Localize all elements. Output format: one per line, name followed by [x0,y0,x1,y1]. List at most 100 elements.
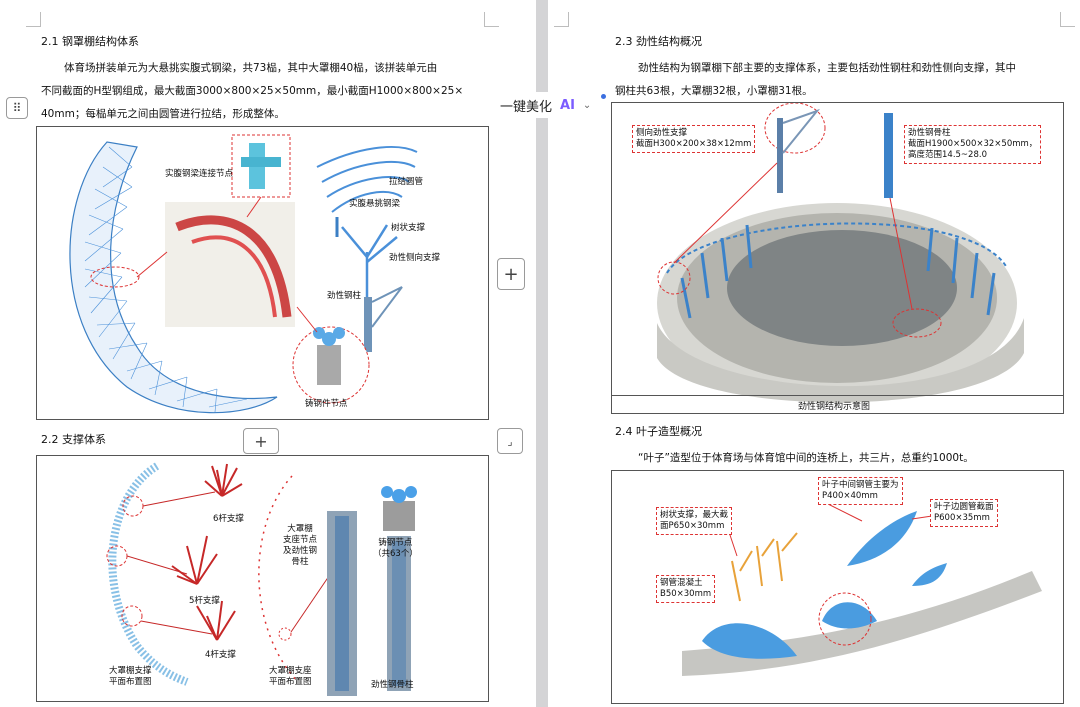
label-steel-column: 劲性钢骨柱 [371,680,414,690]
label-seat-plan: 大罩棚支座 平面布置图 [269,666,312,687]
leader-lines [126,491,216,635]
leader-line [889,197,913,310]
label-seat-node: 大罩棚 支座节点 及劲性钢 骨柱 [283,524,318,567]
section-heading-2-3: 2.3 劲性结构概况 [615,35,702,48]
cast-node-shape [317,345,341,385]
lateral-brace-shape [782,108,821,154]
cast-node-shape [333,327,345,339]
chevron-down-icon[interactable]: ⌄ [582,99,592,111]
label-node: 实腹钢梁连接节点 [165,169,234,179]
cast-node-shape [322,332,336,346]
label-cast-node-count: 铸钢节点 （共63个） [373,538,418,559]
seat-column-core [335,516,349,691]
paragraph-line: “叶子”造型位于体育场与体育馆中间的连桥上，共三片，总重约1000t。 [638,452,974,464]
five-rod-support [171,535,218,585]
support-system-drawing [106,462,417,696]
paragraph-line: 劲性结构为钢罩棚下部主要的支撑体系，主要包括劲性钢柱和劲性侧向支撑，其中 [638,62,1016,74]
label-support-plan: 大罩棚支撑 平面布置图 [109,666,152,687]
callout-edge-pipe: 叶子边圆管截面 P600×35mm [930,499,998,527]
page-corner-mark [26,12,41,27]
cast-node-shape [383,501,415,531]
notification-dot [601,94,606,99]
canopy-structure-drawing [69,134,418,414]
paragraph-line: 体育场拼装单元为大悬挑实腹式钢梁，共73榀，其中大罩棚40榀，该拼装单元由 [64,62,438,74]
paragraph-leaf-shape: “叶子”造型位于体育场与体育馆中间的连桥上，共三片，总重约1000t。 [615,447,1055,470]
label-stiff-column: 劲性钢柱 [327,291,362,301]
leaf-panel [847,511,917,566]
leader-line [136,251,168,278]
leaf-drawing [682,500,1042,676]
section-heading-2-1: 2.1 钢罩棚结构体系 [41,35,139,48]
steel-column-shape [884,113,893,198]
stadium-base [657,318,1024,403]
figure-canopy-structure: 实腹钢梁连接节点 拉结圆管 实腹悬挑钢梁 树状支撑 劲性侧向支撑 劲性钢柱 铸钢… [36,126,489,420]
tree-supports [731,532,798,602]
beautify-label: 一键美化 [500,99,553,115]
stadium-drawing [657,103,1024,403]
page-corner-mark [484,12,499,27]
seat-plan-arc [258,475,298,682]
blue-beam-group [316,146,418,213]
figure-caption: 劲性钢结构示意图 [798,402,871,412]
label-five-rod: 5杆支撑 [189,596,220,606]
highlight-circle [90,266,140,288]
callout-lateral-support: 侧向劲性支撑 截面H300×200×38×12mm [632,125,756,153]
stiff-column-shape [364,297,372,352]
figure-leaf-structure: 叶子中间钢管主要为 P400×40mm 树状支撑，最大截 面P650×30mm … [611,470,1064,704]
figure-stiff-structure: 侧向劲性支撑 截面H300×200×38×12mm 劲性钢骨柱 截面H1900×… [611,102,1064,414]
leader-line [290,575,330,633]
lateral-brace-shape [371,286,403,328]
leader-line [246,196,262,218]
callout-steel-column: 劲性钢骨柱 截面H1900×500×32×50mm， 高度范围14.5~28.0 [904,125,1042,164]
label-tree-support: 树状支撑 [391,223,426,233]
lateral-brace-shape [777,118,783,193]
beautify-button[interactable]: 一键美化 AI ⌄ [494,92,608,118]
lattice-mesh [84,146,248,413]
four-rod-support [196,600,236,641]
leaf-panel [702,623,797,659]
node-detail-shape [241,157,281,167]
cast-node-shape [405,486,417,498]
leaf-panel [912,563,947,586]
support-plan-curve [108,462,189,686]
highlight-circle [818,592,872,646]
red-steel-beam [175,215,292,318]
page-gap [536,0,548,707]
cast-node-shape [392,489,406,503]
cast-node-shape [381,486,393,498]
label-cast-node: 铸钢件节点 [305,399,348,409]
highlight-circle [892,308,942,338]
document-page-right: 2.3 劲性结构概况 劲性结构为钢罩棚下部主要的支撑体系，主要包括劲性钢柱和劲性… [548,0,1080,707]
page-corner-mark [554,12,569,27]
leader-line [673,162,778,264]
paragraph-line: 不同截面的H型钢组成，最大截面3000×800×25×50mm，最小截面H100… [41,85,464,97]
add-block-button-right[interactable]: + [497,258,525,290]
paragraph-line: 40mm；每榀单元之间由圆管进行拉结，形成整体。 [41,108,285,120]
label-cantilever-beam: 实腹悬挑钢梁 [349,199,401,209]
figure-support-system: 6杆支撑 5杆支撑 4杆支撑 大罩棚支撑 平面布置图 大罩棚 支座节点 及劲性钢… [36,455,489,702]
six-rod-support [204,463,243,497]
steel-column-core [392,541,406,686]
paragraph-line: 钢柱共63根，大罩棚32根，小罩棚31根。 [615,85,813,97]
highlight-circle [278,627,292,641]
leader-line [296,306,318,333]
resize-handle-icon[interactable]: ⌟ [497,428,523,454]
section-heading-2-4: 2.4 叶子造型概况 [615,425,702,438]
label-four-rod: 4杆支撑 [205,650,236,660]
ai-badge: AI [560,97,575,113]
stiff-columns [680,224,996,319]
label-lateral-support: 劲性侧向支撑 [389,253,441,263]
document-page-left: 2.1 钢罩棚结构体系 体育场拼装单元为大悬挑实腹式钢梁，共73榀，其中大罩棚4… [0,0,536,707]
add-block-button[interactable]: + [243,428,279,454]
leader-line [911,515,933,520]
label-tie-pipe: 拉结圆管 [389,177,424,187]
highlight-circle [764,103,826,154]
page-corner-mark [1060,12,1075,27]
callout-leaf-pipe: 叶子中间钢管主要为 P400×40mm [818,477,903,505]
drag-handle-icon[interactable]: ⠿ [6,97,28,119]
paragraph-stiff-structure: 劲性结构为钢罩棚下部主要的支撑体系，主要包括劲性钢柱和劲性侧向支撑，其中 钢柱共… [615,57,1055,103]
red-steel-beam [191,235,277,318]
caption-bar: 劲性钢结构示意图 [612,395,1063,413]
section-heading-2-2: 2.2 支撑体系 [41,433,106,446]
callout-concrete-pipe: 钢管混凝土 B50×30mm [656,575,716,603]
